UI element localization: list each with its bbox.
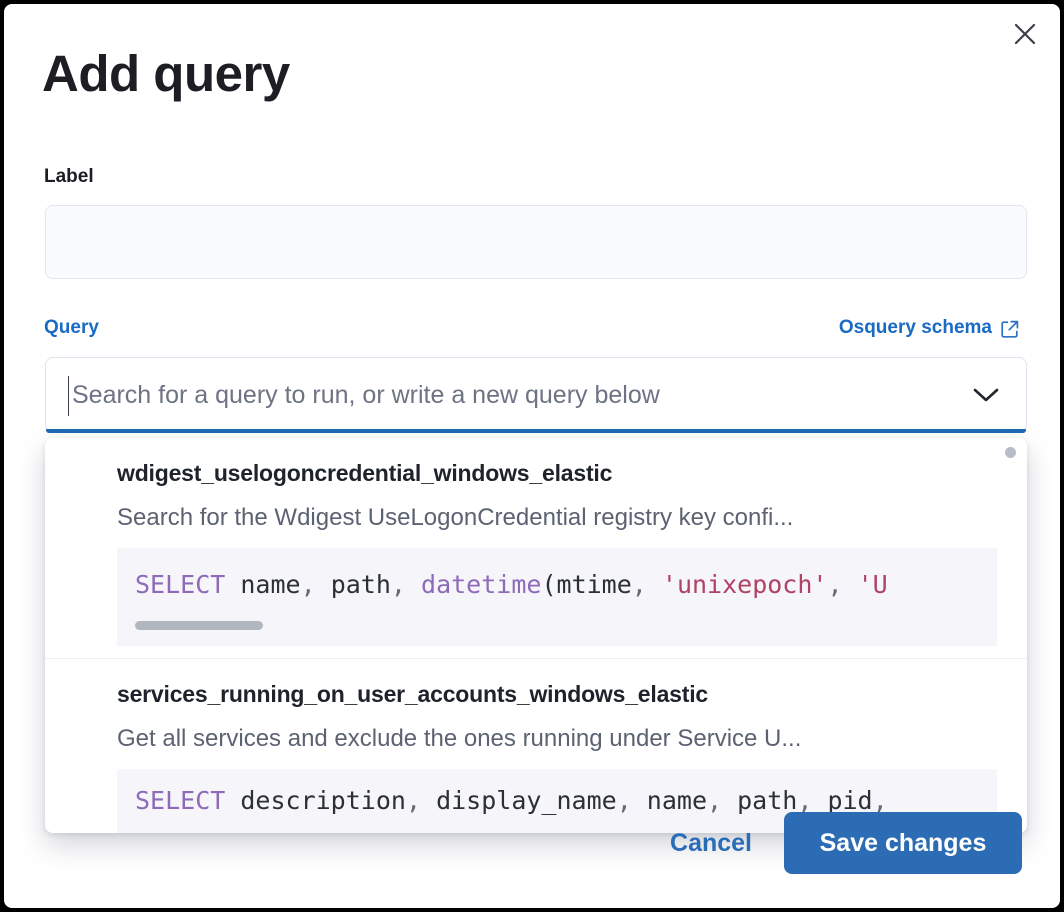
label-input[interactable]: [45, 205, 1027, 279]
external-link-icon: [1001, 320, 1019, 338]
sql-code: SELECT description, display_name, name, …: [135, 786, 888, 815]
modal-footer: Cancel Save changes: [660, 812, 1022, 874]
query-suggestions-dropdown: wdigest_uselogoncredential_windows_elast…: [45, 438, 1027, 833]
query-combobox-placeholder: Search for a query to run, or write a ne…: [72, 381, 660, 409]
suggestion-description: Search for the Wdigest UseLogonCredentia…: [117, 504, 794, 531]
osquery-schema-link[interactable]: Osquery schema: [839, 317, 1020, 339]
save-changes-button[interactable]: Save changes: [784, 812, 1022, 874]
suggestion-title: services_running_on_user_accounts_window…: [117, 681, 708, 707]
label-field-label: Label: [44, 166, 94, 187]
code-horizontal-scrollbar[interactable]: [135, 621, 263, 630]
suggestion-title: wdigest_uselogoncredential_windows_elast…: [117, 460, 613, 486]
osquery-schema-label: Osquery schema: [838, 317, 992, 338]
page-title: Add query: [42, 45, 290, 102]
sql-code: SELECT name, path, datetime(mtime, 'unix…: [135, 570, 888, 599]
list-item[interactable]: services_running_on_user_accounts_window…: [45, 659, 1027, 833]
focus-underline: [46, 429, 1026, 433]
dropdown-scrollbar[interactable]: [1005, 447, 1016, 458]
suggestion-code-block: SELECT name, path, datetime(mtime, 'unix…: [117, 548, 997, 646]
cancel-button[interactable]: Cancel: [660, 815, 762, 872]
close-icon: [1014, 23, 1036, 45]
close-button[interactable]: [1008, 17, 1042, 51]
list-divider: [45, 658, 1027, 659]
combobox-toggle-button[interactable]: [970, 384, 1002, 406]
suggestion-description: Get all services and exclude the ones ru…: [117, 725, 802, 752]
text-cursor: [68, 376, 69, 416]
list-item[interactable]: wdigest_uselogoncredential_windows_elast…: [45, 438, 1027, 658]
chevron-down-icon: [973, 388, 999, 402]
add-query-modal: Add query Label Query Osquery schema Sea…: [4, 4, 1060, 908]
query-combobox[interactable]: Search for a query to run, or write a ne…: [45, 357, 1027, 433]
query-field-label[interactable]: Query: [44, 317, 99, 338]
